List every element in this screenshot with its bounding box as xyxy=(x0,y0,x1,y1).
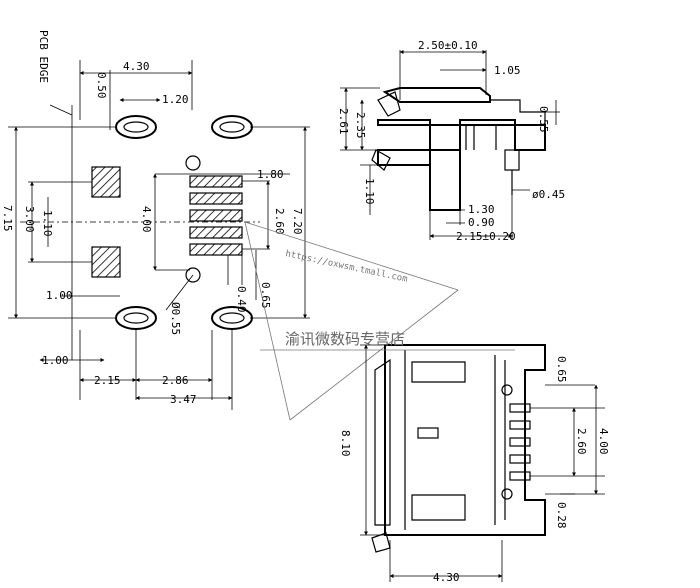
dim-x2: 2.86 xyxy=(162,374,189,387)
dim-left-margin-bottom: 1.00 xyxy=(42,354,69,367)
dim-side-h3: 0.55 xyxy=(537,106,550,133)
dim-height-right: 7.20 xyxy=(291,208,304,235)
dim-bottom-pin-gap: 0.65 xyxy=(555,356,568,383)
dim-bottom-span: 4.00 xyxy=(597,428,610,455)
side-view: 2.50±0.10 1.05 2.61 2.35 0.55 1.10 ø0.45 xyxy=(337,39,565,243)
watermark-store: 渝讯微数码专营店 xyxy=(285,330,405,348)
bottom-view: 8.10 0.65 2.60 4.00 0.28 4.30 xyxy=(244,221,610,584)
dim-side-b3: 2.15±0.20 xyxy=(456,230,516,243)
dim-left-margin: 1.00 xyxy=(46,289,73,302)
pcb-edge-label: PCB EDGE xyxy=(37,30,50,83)
dim-pin-length: 1.80 xyxy=(257,168,284,181)
dim-pin-width: 0.40 xyxy=(235,286,248,313)
dim-side-b1: 1.30 xyxy=(468,203,495,216)
dim-side-b2: 0.90 xyxy=(468,216,495,229)
bottom-pins xyxy=(501,384,605,500)
dim-hole-dia: Ø0.55 xyxy=(169,302,182,335)
dim-x3: 3.47 xyxy=(170,393,197,406)
dim-pin-span: 4.00 xyxy=(140,206,153,233)
dim-bottom-pitch: 2.60 xyxy=(575,428,588,455)
dim-pad-pitch: 1.20 xyxy=(162,93,189,106)
dim-total-height: 7.15 xyxy=(1,205,14,232)
dim-inner-height: 3.00 xyxy=(23,206,36,233)
dim-bottom-width: 4.30 xyxy=(433,571,460,584)
pcb-footprint: PCB EDGE 4.30 0.50 1.20 xyxy=(1,30,310,410)
dim-side-lead: 1.10 xyxy=(363,178,376,205)
dim-mid-gap: 1.10 xyxy=(41,210,54,237)
dim-top-width: 4.30 xyxy=(123,60,150,73)
dim-x1: 2.15 xyxy=(94,374,121,387)
dim-side-top: 2.50±0.10 xyxy=(418,39,478,52)
dim-pin-gap: 0.65 xyxy=(259,282,272,309)
dim-bottom-height: 8.10 xyxy=(339,430,352,457)
dim-pad-small: 0.50 xyxy=(95,72,108,99)
dim-side-h1: 2.61 xyxy=(337,108,350,135)
dim-bottom-offset: 0.28 xyxy=(555,502,568,529)
dim-side-lead-dia: ø0.45 xyxy=(532,188,565,201)
dim-pin-pitch: 2.60 xyxy=(273,208,286,235)
dim-side-top-small: 1.05 xyxy=(494,64,521,77)
watermark: https://oxwsm.tmall.com 渝讯微数码专营店 xyxy=(260,249,515,351)
dim-side-h2: 2.35 xyxy=(354,112,367,139)
